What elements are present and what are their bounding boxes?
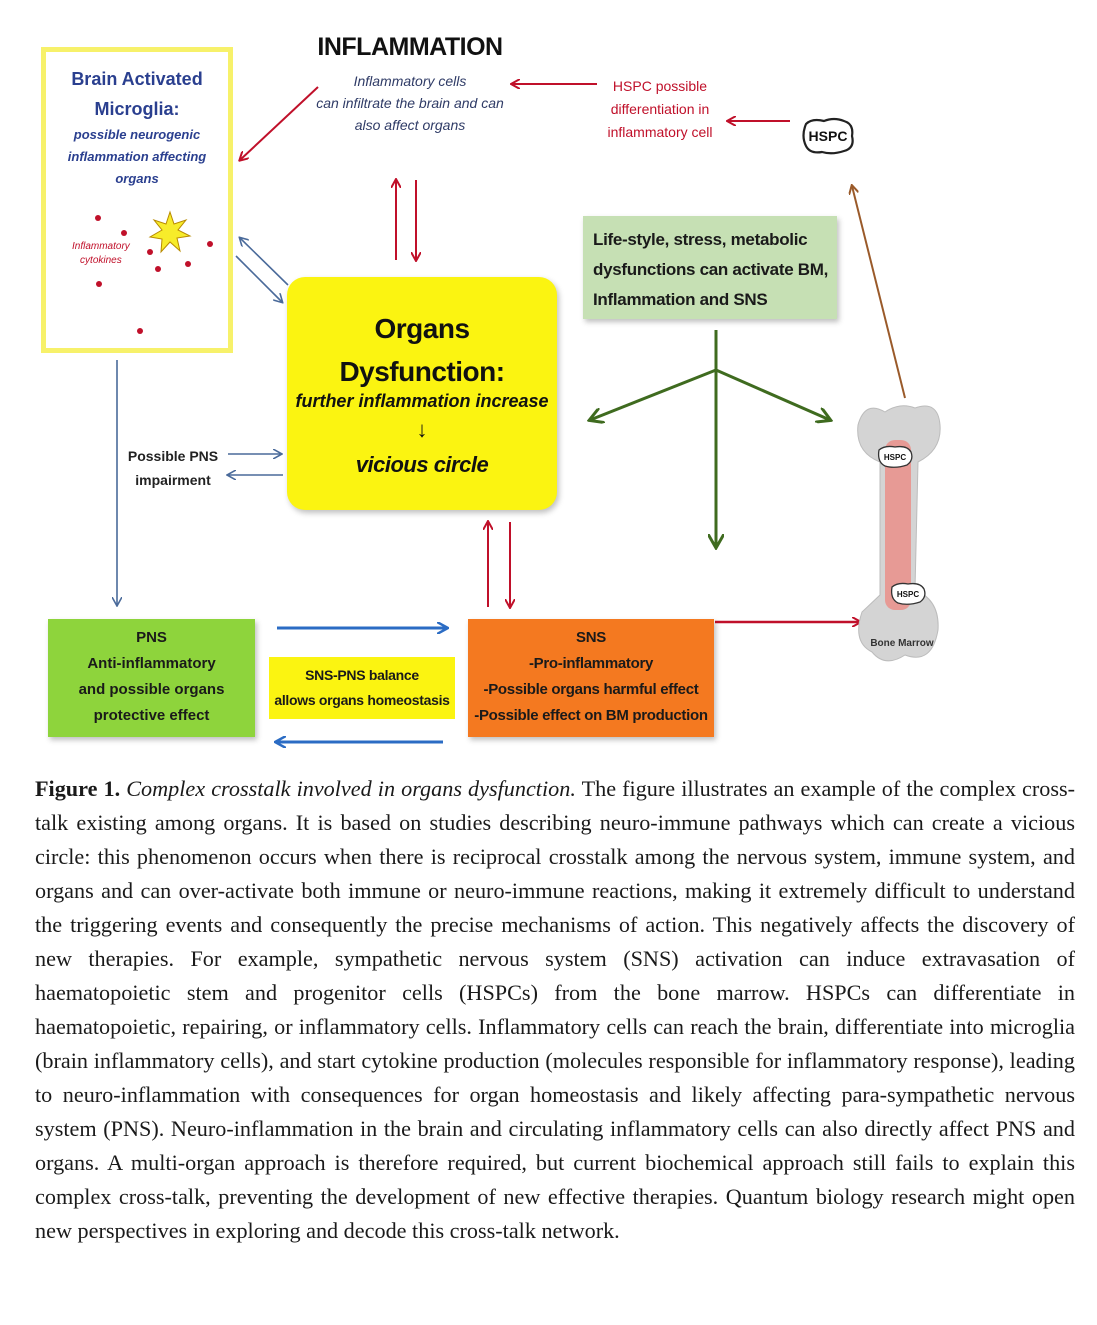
organs-dysfunction-box: Organs Dysfunction: further inflammation… <box>287 277 557 510</box>
inflammation-line1: Inflammatory cells <box>353 73 467 89</box>
pns-impairment-text: Possible PNS impairment <box>118 444 228 492</box>
arrow-brain-to-organs <box>235 255 282 302</box>
caption-body: The figure illustrates an example of the… <box>35 776 1075 1243</box>
arrow-lifestyle-to-organs <box>590 368 717 420</box>
pns-line3: and possible organs <box>78 681 225 698</box>
hspc-diff-line2: differentiation in <box>610 101 710 117</box>
vicious-circle-text: vicious circle <box>355 452 489 477</box>
arrow-lifestyle-to-bone <box>715 368 830 420</box>
balance-line1: SNS-PNS balance <box>305 667 419 683</box>
arrow-organs-to-brain <box>240 238 289 286</box>
inflammation-line2: can infiltrate the brain and can <box>316 95 504 111</box>
caption-title: Complex crosstalk involved in organs dys… <box>126 776 576 801</box>
lifestyle-line1: Life-style, stress, metabolic <box>593 230 808 249</box>
pns-line2: Anti-inflammatory <box>87 655 216 672</box>
pns-impairment-line2: impairment <box>135 472 211 488</box>
diagram-arrows <box>0 0 941 760</box>
bone-hspc-bottom-icon: HSPC <box>890 582 926 605</box>
organs-title: Organs Dysfunction: <box>287 307 557 393</box>
brain-microglia-box: Brain Activated Microglia: possible neur… <box>41 47 233 353</box>
sns-line2: -Pro-inflammatory <box>528 655 654 672</box>
sns-box: SNS -Pro-inflammatory -Possible organs h… <box>468 619 714 737</box>
hspc-differentiation-text: HSPC possible differentiation in inflamm… <box>590 75 730 144</box>
lifestyle-line3: Inflammation and SNS <box>593 290 768 309</box>
brain-sub-line2: inflammation affecting <box>67 149 207 164</box>
sns-text: SNS -Pro-inflammatory -Possible organs h… <box>468 625 714 729</box>
inflammation-title: INFLAMMATION <box>317 33 503 61</box>
brain-title-line2: Microglia: <box>94 99 180 119</box>
sns-line1: SNS <box>576 629 606 646</box>
inflammation-text: Inflammatory cells can infiltrate the br… <box>300 70 520 136</box>
hspc-diff-line1: HSPC possible <box>612 78 708 94</box>
bone-marrow-label: Bone Marrow <box>870 638 934 649</box>
balance-text: SNS-PNS balance allows organs homeostasi… <box>269 663 455 713</box>
organs-title-line1: Organs <box>374 313 470 344</box>
sns-line3: -Possible organs harmful effect <box>483 681 699 698</box>
pns-box: PNS Anti-inflammatory and possible organ… <box>48 619 255 737</box>
sns-pns-balance-box: SNS-PNS balance allows organs homeostasi… <box>269 657 455 719</box>
lifestyle-text: Life-style, stress, metabolic dysfunctio… <box>593 225 833 315</box>
brain-sub-line1: possible neurogenic <box>73 127 201 142</box>
brain-title-line1: Brain Activated <box>71 69 203 89</box>
balance-line2: allows organs homeostasis <box>274 692 450 708</box>
lifestyle-box: Life-style, stress, metabolic dysfunctio… <box>583 216 837 319</box>
hspc-cell-icon: HSPC <box>802 117 854 155</box>
pns-line4: protective effect <box>93 707 210 724</box>
cytokines-label: Inflammatory cytokines <box>72 240 130 268</box>
hspc-cell-label: HSPC <box>809 128 848 144</box>
pns-impairment-line1: Possible PNS <box>127 448 219 464</box>
cytokine-dots-icon <box>95 210 213 334</box>
hspc-diff-line3: inflammatory cell <box>607 124 713 140</box>
arrow-inflammation-to-brain <box>240 86 319 160</box>
hspc-cell: HSPC <box>800 116 856 156</box>
sns-line4: -Possible effect on BM production <box>474 707 708 724</box>
bone-hspc-top-label: HSPC <box>884 453 906 462</box>
caption-label: Figure 1. <box>35 776 121 801</box>
cytokines-line2: cytokines <box>80 255 122 266</box>
brain-sub-line3: organs <box>115 171 159 186</box>
lifestyle-line2: dysfunctions can activate BM, <box>593 260 829 279</box>
microglia-burst-icon <box>148 210 192 254</box>
brain-subtitle: possible neurogenic inflammation affecti… <box>46 124 228 190</box>
pns-text: PNS Anti-inflammatory and possible organ… <box>48 625 255 729</box>
brain-title: Brain Activated Microglia: <box>46 64 228 124</box>
down-arrow-icon: ↓ <box>416 417 428 442</box>
inflammation-line3: also affect organs <box>354 117 466 133</box>
figure-caption: Figure 1. Complex crosstalk involved in … <box>35 772 1075 1248</box>
organs-title-line2: Dysfunction: <box>339 356 505 387</box>
bone-hspc-bottom-label: HSPC <box>897 590 919 599</box>
pns-line1: PNS <box>136 629 167 646</box>
organs-subtitle: further inflammation increase <box>295 391 549 411</box>
arrow-bone-to-hspc <box>852 186 906 399</box>
cytokines-line1: Inflammatory <box>72 241 130 252</box>
bone-hspc-top-icon: HSPC <box>877 445 913 468</box>
